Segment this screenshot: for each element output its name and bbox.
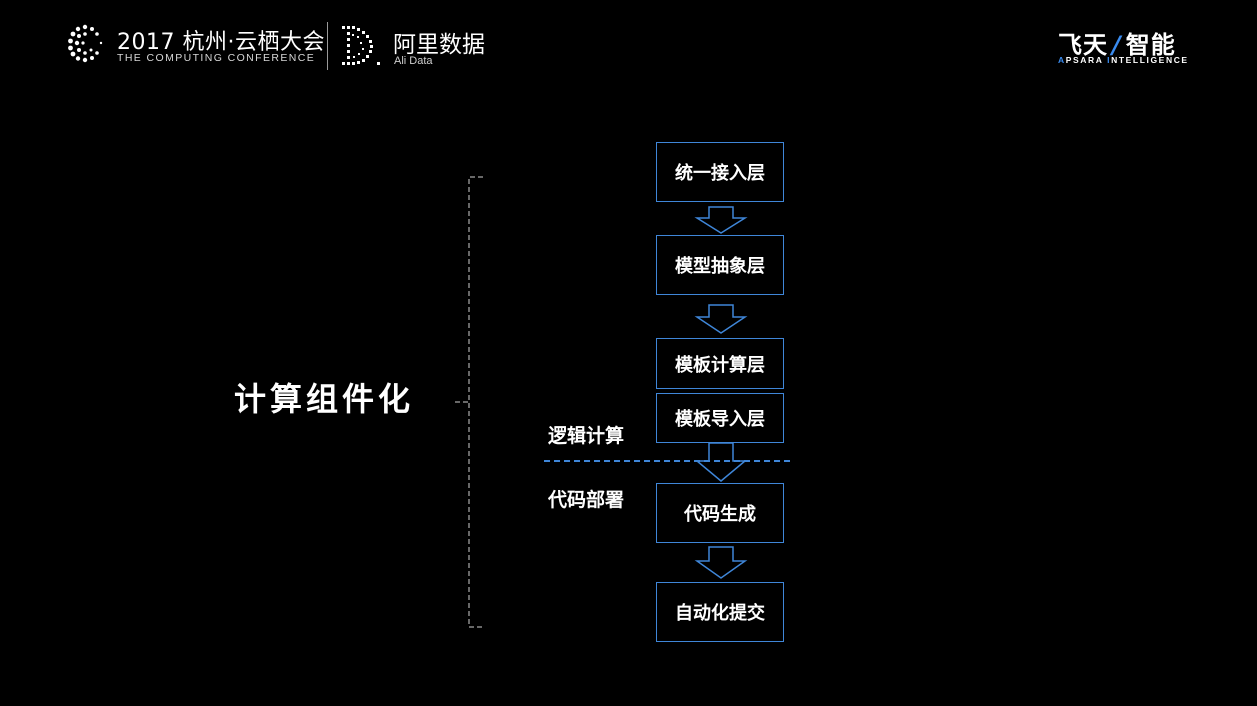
brand-logo-cn: 飞天/智能: [1058, 25, 1176, 60]
partner-name-cn: 阿里数据: [393, 32, 485, 58]
grouping-bracket: [468, 176, 483, 628]
conference-logo-icon: [68, 24, 103, 63]
step-code-generation: 代码生成: [656, 483, 784, 543]
ali-data-logo-icon: [342, 26, 380, 65]
section-label-logic: 逻辑计算: [548, 425, 625, 447]
partner-name-en: Ali Data: [394, 55, 433, 67]
step-template-compute: 模板计算层: [656, 338, 784, 389]
step-unified-access: 统一接入层: [656, 142, 784, 202]
step-auto-submit: 自动化提交: [656, 582, 784, 642]
conference-title: 2017 杭州·云栖大会: [117, 30, 325, 55]
arrow-down-icon: [694, 546, 748, 579]
conference-subtitle: THE COMPUTING CONFERENCE: [117, 52, 316, 64]
arrow-down-icon: [694, 206, 748, 234]
main-label: 计算组件化: [234, 380, 415, 418]
arrow-down-icon: [694, 304, 748, 334]
brand-slash-icon: /: [1112, 31, 1122, 59]
section-label-deploy: 代码部署: [548, 489, 625, 511]
arrow-down-icon: [694, 442, 748, 482]
brand-en-psara: PSARA: [1065, 55, 1108, 65]
header-divider: [327, 22, 328, 70]
brand-logo-en: APSARA INTELLIGENCE: [1058, 55, 1189, 65]
brand-en-initial-i: I: [1107, 55, 1112, 65]
step-template-import: 模板导入层: [656, 393, 784, 443]
brand-cn-right: 智能: [1125, 31, 1176, 59]
brand-en-ntelligence: NTELLIGENCE: [1111, 55, 1189, 65]
brand-cn-left: 飞天: [1058, 31, 1108, 59]
step-model-abstraction: 模型抽象层: [656, 235, 784, 295]
brand-en-initial-a: A: [1058, 55, 1066, 65]
